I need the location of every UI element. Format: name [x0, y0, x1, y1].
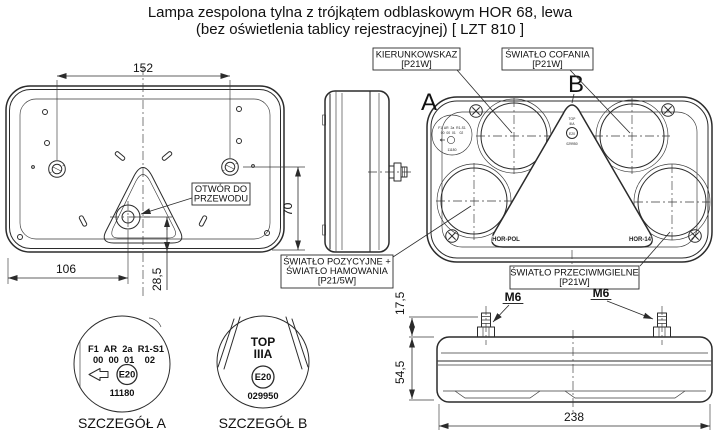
top-view: M6 M6 17,5 54,5 238	[393, 286, 713, 430]
triangle-emark-circle	[566, 127, 578, 139]
callout-przeciwmgielne: ŚWIATŁO PRZECIWMGIELNE [P21W]	[509, 231, 671, 290]
dim-106-value: 106	[56, 262, 76, 276]
front-screw-top-right	[661, 103, 675, 117]
brand-left: HOR-POL	[492, 237, 520, 243]
lens-reverse	[599, 103, 665, 169]
direction-arrow-icon	[88, 368, 109, 381]
callout-cofania-l1: ŚWIATŁO COFANIA	[505, 49, 590, 60]
triangle-mark-class: IIIA	[569, 122, 575, 126]
reflector-back-triangle	[103, 167, 183, 244]
plate-row1: F1 AR 2a R1-S1	[438, 126, 466, 130]
view-marker-b: B	[568, 71, 584, 98]
m6-left-text: M6	[505, 290, 522, 304]
brand-right: HOR-14	[629, 237, 652, 243]
front-housing-outline	[426, 96, 713, 263]
callout-otwor-l2: PRZEWODU	[194, 194, 248, 204]
detail-a-row2: 00 00 01 02	[93, 355, 155, 365]
side-view	[322, 90, 412, 253]
dim-54-5-value: 54,5	[393, 360, 407, 384]
vent-holes	[17, 106, 270, 240]
detail-b-top: TOP	[251, 335, 275, 349]
dimension-70: 70	[243, 166, 305, 251]
reflector-triangle-bg	[491, 105, 653, 247]
label-m6-right: M6	[590, 286, 654, 320]
snap-slots	[78, 151, 208, 227]
dimension-17-5: 17,5	[393, 291, 478, 338]
callout-kierunkowskaz: KIERUNKOWSKAZ [P21W]	[372, 47, 513, 134]
callout-pozycyjne-l1: ŚWIATŁO POZYCYJNE +	[283, 256, 391, 267]
label-m6-left: M6	[492, 290, 524, 323]
detail-b-emark-circle	[251, 365, 275, 389]
detail-b: TOP IIIA E20 029950 SZCZEGÓŁ B	[216, 315, 310, 431]
detail-b-circle	[216, 315, 310, 409]
dim-238-value: 238	[564, 410, 584, 424]
callout-kierunkowskaz-l1: KIERUNKOWSKAZ	[376, 50, 458, 60]
detail-b-class: IIIA	[254, 347, 273, 361]
lens-position-brake	[440, 167, 508, 235]
dimension-152: 152	[56, 61, 231, 160]
approval-plate: F1 AR 2a R1-S1 00 00 01 02 11180	[431, 114, 473, 156]
detail-b-emark: E20	[255, 372, 272, 382]
callout-pozycyjne-l3: [P21/5W]	[318, 276, 356, 286]
mounting-screw-left	[48, 160, 66, 178]
callout-kierunkowskaz-l2: [P21W]	[401, 59, 431, 69]
dimension-28-5: 28,5	[134, 216, 172, 291]
lens-reverse-outer	[595, 99, 669, 173]
dim-28-5-value: 28,5	[150, 267, 164, 291]
detail-a-caption: SZCZEGÓŁ A	[78, 415, 167, 431]
detail-a-emark: E20	[119, 370, 136, 380]
front-view: TOP IIIA E20 029950 HOR-POL HOR-14 F1 AR…	[421, 71, 713, 264]
dimension-54-5: 54,5	[393, 338, 434, 401]
cable-gland	[368, 162, 412, 182]
dim-70-value: 70	[281, 202, 295, 216]
callout-przeciwmgielne-l2: [P21W]	[559, 277, 589, 287]
callout-pozycyjne: ŚWIATŁO POZYCYJNE + ŚWIATŁO HAMOWANIA [P…	[280, 205, 472, 289]
detail-a-circle	[73, 315, 171, 413]
plate-approval: 11180	[448, 148, 457, 152]
triangle-emark: E20	[569, 132, 575, 136]
back-view	[5, 66, 285, 296]
front-screw-bottom-left	[445, 229, 459, 243]
view-marker-a: A	[421, 89, 437, 116]
dimension-238: 238	[438, 404, 711, 430]
lens-fog-outer	[633, 163, 711, 241]
dim-17-5-value: 17,5	[393, 291, 407, 315]
triangle-edge-lines	[217, 316, 309, 370]
m6-right-text: M6	[593, 286, 610, 300]
mounting-screw-right	[221, 158, 239, 176]
callout-otwor-l1: OTWÓR DO	[195, 184, 247, 194]
page-title-line2: (bez oświetlenia tablicy rejestracyjnej)…	[196, 21, 524, 38]
reflector-triangle	[491, 104, 653, 248]
top-view-outline	[436, 336, 713, 403]
callout-pozycyjne-l2: ŚWIATŁO HAMOWANIA	[286, 265, 389, 276]
back-housing-outline	[5, 85, 285, 253]
detail-b-caption: SZCZEGÓŁ B	[219, 415, 308, 431]
lens-turn-signal	[480, 102, 548, 170]
dim-152-value: 152	[133, 61, 153, 75]
callout-cofania-l2: [P21W]	[532, 59, 562, 69]
lens-position-brake-outer	[436, 163, 512, 239]
callout-przeciwmgielne-l1: ŚWIATŁO PRZECIWMGIELNE	[510, 267, 638, 278]
detail-a: F1 AR 2a R1-S1 00 00 01 02 E20 11180 SZC…	[73, 315, 171, 431]
plate-row2: 00 00 01 02	[441, 131, 464, 135]
front-screw-bottom-right	[688, 229, 702, 243]
lens-fog	[637, 167, 707, 237]
side-profile-outline	[324, 90, 390, 253]
detail-b-approval: 029950	[247, 391, 278, 401]
detail-a-emark-circle	[116, 363, 138, 386]
lens-centerlines	[436, 98, 710, 241]
page-title-line1: Lampa zespolona tylna z trójkątem odblas…	[148, 4, 573, 21]
triangle-mark-top: TOP	[569, 117, 577, 121]
dimension-106: 106	[7, 232, 129, 284]
triangle-approval: 029950	[566, 142, 577, 146]
front-screw-top-left	[469, 104, 483, 118]
callout-cofania: ŚWIATŁO COFANIA [P21W]	[501, 47, 631, 134]
detail-a-approval: 11180	[110, 388, 135, 398]
detail-a-row1: F1 AR 2a R1-S1	[88, 344, 164, 354]
callout-otwor: OTWÓR DO PRZEWODU	[140, 182, 251, 215]
